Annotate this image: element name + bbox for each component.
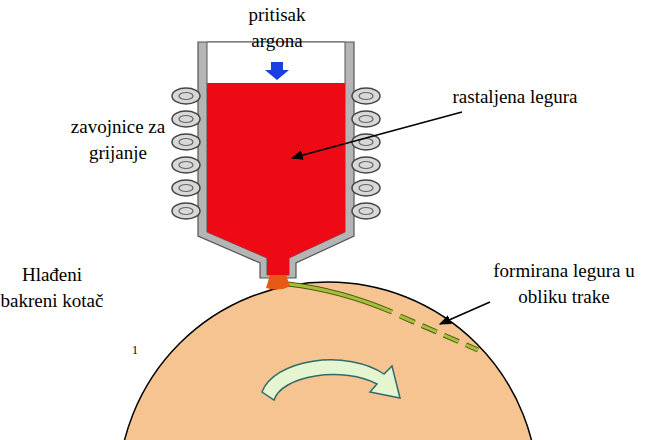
rotation-arrow [262,360,400,400]
heating-coil [179,116,193,123]
heating-coil [359,185,373,192]
part-label: Hlađeni bakreni kotač [0,262,104,314]
heating-coil [352,180,380,196]
heating-coil [352,134,380,150]
part-label: formirana legura u obliku trake [470,258,658,310]
heating-coil [359,208,373,215]
ribbon [400,316,478,350]
heating-coil [172,203,200,219]
part-label: pritisak argona [222,2,332,54]
molten-alloy [207,83,345,275]
ribbon [400,316,478,350]
crucible-cavity [207,42,345,275]
heating-coil [352,203,380,219]
crucible [198,42,354,278]
heating-coil [172,180,200,196]
copper-wheel [118,282,538,440]
melt-stream [266,275,290,290]
heating-coil [359,116,373,123]
leader-line [440,302,490,324]
part-label: rastaljena legura [450,84,580,110]
heating-coil [179,93,193,100]
heating-coil [352,111,380,127]
heating-coil [352,157,380,173]
callout-number: 1 [128,343,142,357]
heating-coil [172,157,200,173]
heating-coil [172,111,200,127]
heating-coil [179,185,193,192]
heating-coil [359,93,373,100]
argon-arrow [265,62,289,80]
leader-line [292,112,462,158]
ribbon [288,284,392,312]
heating-coil [359,162,373,169]
heating-coil [179,162,193,169]
heating-coil [179,139,193,146]
heating-coil [352,88,380,104]
heating-coil [179,208,193,215]
part-label: zavojnice za grijanje [60,114,176,166]
ribbon [288,284,392,312]
heating-coil [172,88,200,104]
heating-coil [172,134,200,150]
